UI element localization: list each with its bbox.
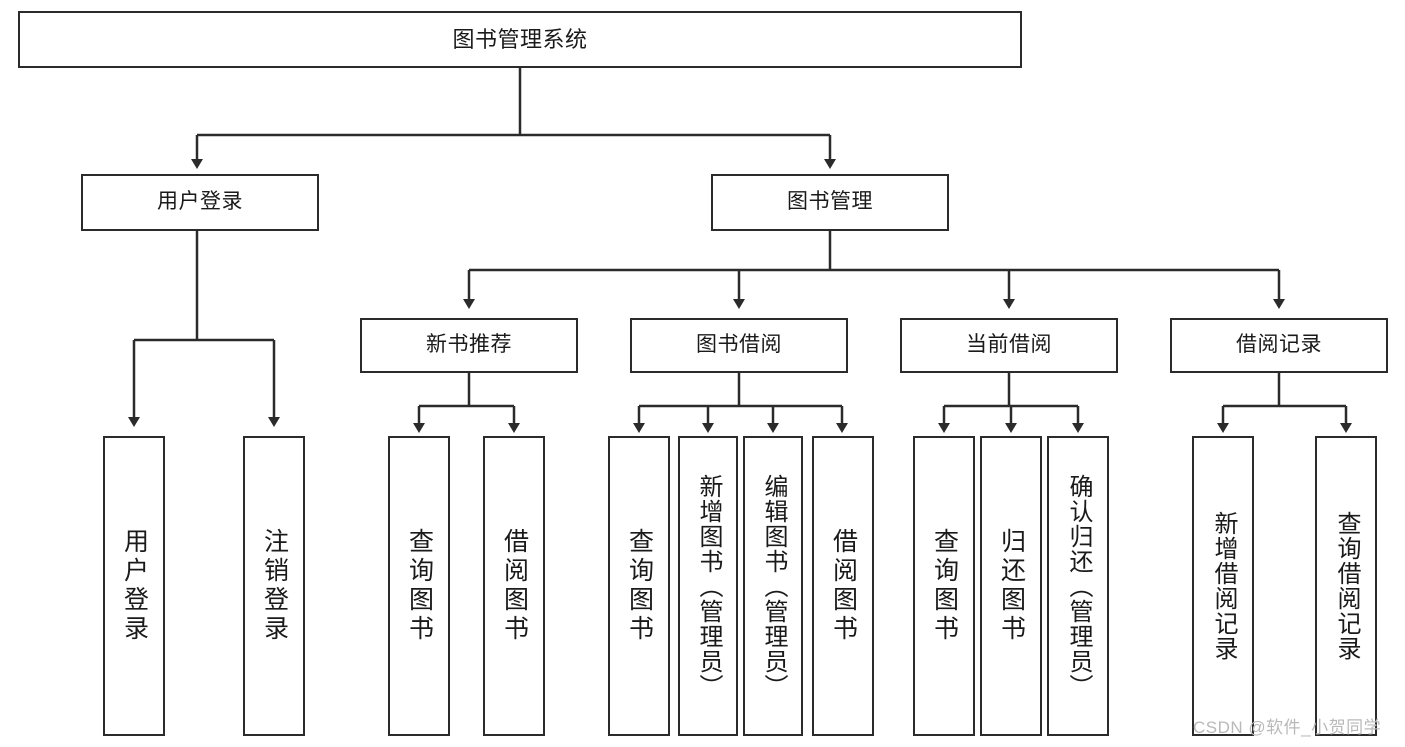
node-user-login[interactable]: 用户登录: [81, 174, 319, 231]
node-leaf-query-record[interactable]: 查询借阅记录: [1315, 436, 1377, 736]
node-user-login-label: 用户登录: [157, 190, 243, 214]
node-leaf-query-book-3[interactable]: 查询图书: [913, 436, 975, 736]
node-book-manage-label: 图书管理: [787, 190, 873, 214]
node-leaf-query-book-2[interactable]: 查询图书: [608, 436, 670, 736]
node-leaf-edit-book-label: 编辑图书（管理员）: [760, 473, 787, 699]
node-leaf-query-book-2-label: 查询图书: [625, 528, 654, 644]
node-root[interactable]: 图书管理系统: [18, 11, 1022, 68]
node-borrow-record[interactable]: 借阅记录: [1170, 318, 1388, 373]
node-leaf-borrow-book-2-label: 借阅图书: [829, 528, 858, 644]
node-book-borrow[interactable]: 图书借阅: [630, 318, 848, 373]
node-leaf-add-book-label: 新增图书（管理员）: [695, 473, 722, 699]
node-leaf-add-record[interactable]: 新增借阅记录: [1192, 436, 1254, 736]
node-leaf-return-book[interactable]: 归还图书: [980, 436, 1042, 736]
node-book-manage[interactable]: 图书管理: [711, 174, 949, 231]
node-new-book-recommend-label: 新书推荐: [426, 333, 512, 357]
csdn-watermark: CSDN @软件_小贺同学: [1193, 718, 1382, 737]
node-leaf-user-logout-label: 注销登录: [260, 528, 289, 644]
node-leaf-borrow-book-2[interactable]: 借阅图书: [812, 436, 874, 736]
node-leaf-return-book-label: 归还图书: [997, 528, 1026, 644]
node-borrow-record-label: 借阅记录: [1236, 333, 1322, 357]
node-leaf-user-logout[interactable]: 注销登录: [243, 436, 305, 736]
node-leaf-add-book[interactable]: 新增图书（管理员）: [678, 436, 738, 736]
node-current-borrow[interactable]: 当前借阅: [900, 318, 1118, 373]
node-leaf-query-book-1[interactable]: 查询图书: [388, 436, 450, 736]
node-leaf-query-book-3-label: 查询图书: [930, 528, 959, 644]
node-leaf-query-book-1-label: 查询图书: [405, 528, 434, 644]
node-leaf-add-record-label: 新增借阅记录: [1210, 511, 1237, 661]
node-leaf-user-login-label: 用户登录: [120, 528, 149, 644]
node-leaf-borrow-book-1[interactable]: 借阅图书: [483, 436, 545, 736]
node-new-book-recommend[interactable]: 新书推荐: [360, 318, 578, 373]
node-root-label: 图书管理系统: [452, 26, 588, 52]
node-leaf-query-record-label: 查询借阅记录: [1333, 511, 1360, 661]
node-leaf-edit-book[interactable]: 编辑图书（管理员）: [743, 436, 803, 736]
node-current-borrow-label: 当前借阅: [966, 333, 1052, 357]
node-book-borrow-label: 图书借阅: [696, 333, 782, 357]
node-leaf-user-login[interactable]: 用户登录: [103, 436, 165, 736]
node-leaf-confirm-return[interactable]: 确认归还（管理员）: [1047, 436, 1109, 736]
node-leaf-confirm-return-label: 确认归还（管理员）: [1065, 473, 1092, 699]
node-leaf-borrow-book-1-label: 借阅图书: [500, 528, 529, 644]
